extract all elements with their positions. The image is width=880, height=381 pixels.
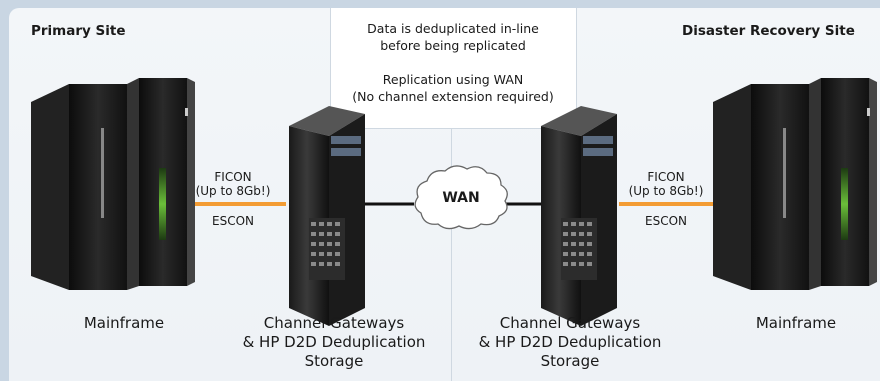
left-gateway-line2: & HP D2D Deduplication (242, 333, 426, 351)
primary-site-label: Primary Site (31, 23, 126, 39)
left-gateway-label: Channel Gateways & HP D2D Deduplication … (239, 314, 429, 371)
replication-note-panel (330, 8, 577, 129)
left-escon-label: ESCON (212, 214, 254, 228)
center-divider (451, 128, 452, 381)
left-gateway-line3: Storage (304, 352, 364, 370)
left-ficon-text: FICON (214, 170, 252, 184)
dr-site-label: Disaster Recovery Site (682, 23, 855, 39)
right-mainframe-label: Mainframe (755, 314, 837, 332)
right-gateway-label: Channel Gateways & HP D2D Deduplication … (475, 314, 665, 371)
wan-note: Replication using WAN (No channel extens… (331, 71, 575, 105)
right-escon-label: ESCON (645, 214, 687, 228)
diagram-canvas: Primary Site Disaster Recovery Site Data… (9, 8, 880, 381)
right-ficon-text: FICON (647, 170, 685, 184)
left-gateway-line1: Channel Gateways (263, 314, 405, 332)
wan-note-line2: (No channel extension required) (352, 89, 554, 104)
dedup-note: Data is deduplicated in-line before bein… (331, 20, 575, 54)
right-storage-rack-icon (541, 106, 617, 326)
diagram-graphics (31, 78, 877, 326)
dedup-note-line1: Data is deduplicated in-line (367, 21, 539, 36)
left-mainframe-label: Mainframe (83, 314, 165, 332)
wan-note-line1: Replication using WAN (382, 72, 524, 87)
left-ficon-label: FICON (Up to 8Gb!) (181, 170, 285, 198)
right-ficon-speed: (Up to 8Gb!) (628, 184, 704, 198)
left-ficon-speed: (Up to 8Gb!) (195, 184, 271, 198)
right-gateway-line3: Storage (540, 352, 600, 370)
right-ficon-label: FICON (Up to 8Gb!) (614, 170, 718, 198)
right-gateway-line1: Channel Gateways (499, 314, 641, 332)
wan-cloud-icon (414, 165, 508, 230)
right-mainframe-icon (713, 78, 877, 290)
right-gateway-line2: & HP D2D Deduplication (478, 333, 662, 351)
left-storage-rack-icon (289, 106, 365, 326)
wan-label: WAN (442, 190, 480, 206)
dedup-note-line2: before being replicated (380, 38, 526, 53)
left-mainframe-icon (31, 78, 195, 290)
